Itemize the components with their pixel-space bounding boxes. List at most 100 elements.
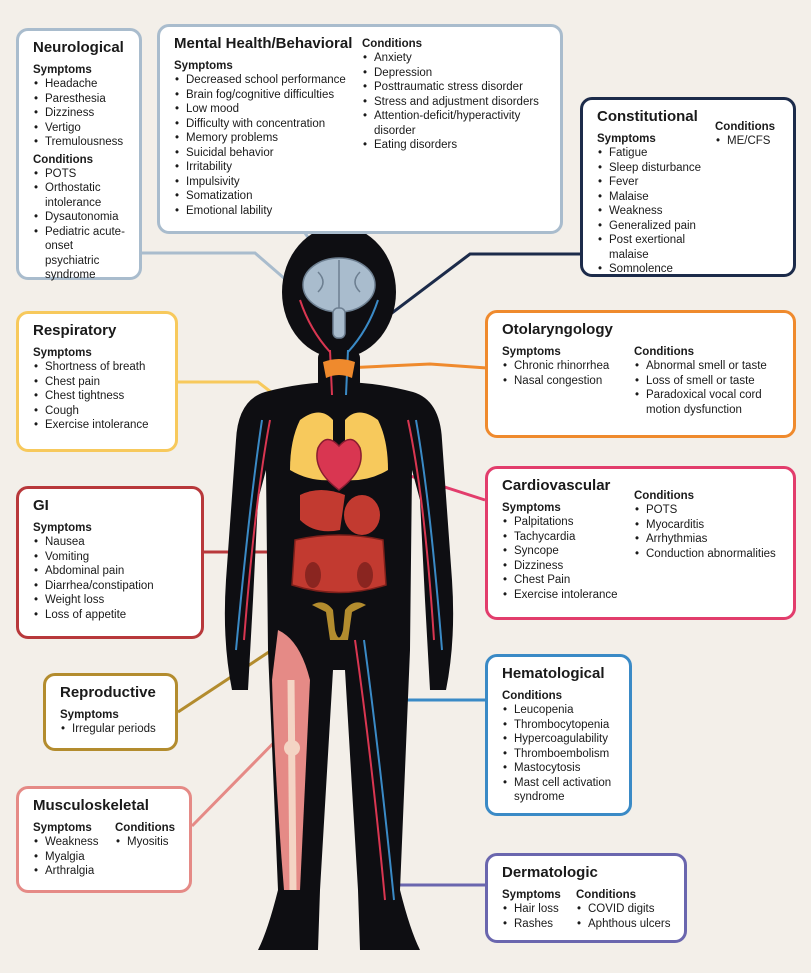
- list-item: Thrombocytopenia: [502, 718, 619, 733]
- list-item: Posttraumatic stress disorder: [362, 80, 552, 95]
- otolaryngology-symptoms-list: Chronic rhinorrhea Nasal congestion: [502, 359, 618, 388]
- list-item: Fever: [597, 175, 709, 190]
- list-item: Tachycardia: [502, 530, 618, 545]
- list-item: Syncope: [502, 544, 618, 559]
- mental-health-symptoms-list: Decreased school performance Brain fog/c…: [174, 73, 346, 218]
- cardiovascular-title: Cardiovascular: [502, 477, 611, 494]
- mental-health-box: Mental Health/Behavioral Symptoms Decrea…: [157, 24, 563, 234]
- list-item: Chronic rhinorrhea: [502, 359, 618, 374]
- list-item: Emotional lability: [174, 204, 346, 219]
- list-item: Malaise: [597, 190, 709, 205]
- list-item: Myalgia: [33, 850, 103, 865]
- list-item: Hypercoagulability: [502, 732, 619, 747]
- mental-health-title: Mental Health/Behavioral: [174, 35, 353, 52]
- otolaryngology-title: Otolaryngology: [502, 321, 613, 338]
- otolaryngology-conditions-label: Conditions: [634, 346, 695, 358]
- connector-neurological: [142, 251, 301, 294]
- cardiovascular-symptoms-label: Symptoms: [502, 502, 561, 514]
- list-item: Orthostatic intolerance: [33, 181, 129, 210]
- otolaryngology-conditions-list: Abnormal smell or taste Loss of smell or…: [634, 359, 784, 417]
- constitutional-title: Constitutional: [597, 108, 698, 125]
- gi-symptoms-label: Symptoms: [33, 522, 92, 534]
- list-item: Abdominal pain: [33, 564, 191, 579]
- thyroid: [323, 359, 355, 378]
- list-item: Vomiting: [33, 550, 191, 565]
- list-item: Low mood: [174, 102, 346, 117]
- respiratory-symptoms-list: Shortness of breath Chest pain Chest tig…: [33, 360, 165, 433]
- reproductive-box: Reproductive Symptoms Irregular periods: [43, 673, 178, 751]
- list-item: Difficulty with concentration: [174, 117, 346, 132]
- constitutional-conditions-label: Conditions: [715, 121, 776, 133]
- list-item: Weakness: [33, 835, 103, 850]
- uterus: [312, 602, 366, 640]
- gi-symptoms-list: Nausea Vomiting Abdominal pain Diarrhea/…: [33, 535, 191, 622]
- list-item: Dizziness: [502, 559, 618, 574]
- cardiovascular-conditions-list: POTS Myocarditis Arrhythmias Conduction …: [634, 503, 794, 561]
- list-item: Paradoxical vocal cord motion dysfunctio…: [634, 388, 784, 417]
- musculoskeletal-conditions-list: Myositis: [115, 835, 185, 850]
- list-item: Chest Pain: [502, 573, 618, 588]
- constitutional-conditions-list: ME/CFS: [715, 134, 785, 149]
- vein-right-leg: [363, 639, 395, 901]
- list-item: Nausea: [33, 535, 191, 550]
- list-item: Attention-deficit/hyperactivity disorder: [362, 109, 552, 138]
- list-item: Decreased school performance: [174, 73, 346, 88]
- list-item: Irregular periods: [60, 722, 165, 737]
- vein-head: [347, 299, 379, 353]
- otolaryngology-box: Otolaryngology Symptoms Chronic rhinorrh…: [485, 310, 796, 438]
- list-item: Weight loss: [33, 593, 191, 608]
- musculoskeletal-title: Musculoskeletal: [33, 797, 149, 814]
- list-item: Eating disorders: [362, 138, 552, 153]
- dermatologic-conditions-list: COVID digits Aphthous ulcers: [576, 902, 680, 931]
- hematological-title: Hematological: [502, 665, 605, 682]
- artery-right-leg: [354, 639, 386, 901]
- list-item: Aphthous ulcers: [576, 917, 680, 932]
- neurological-conditions-label: Conditions: [33, 153, 94, 166]
- respiratory-title: Respiratory: [33, 322, 117, 339]
- vein-left-arm: [235, 419, 263, 651]
- neurological-box: Neurological Symptoms Headache Paresthes…: [16, 28, 142, 283]
- dermatologic-title: Dermatologic: [502, 864, 598, 881]
- heart: [316, 438, 362, 491]
- list-item: Vertigo: [33, 121, 129, 136]
- constitutional-symptoms-label: Symptoms: [597, 133, 656, 145]
- list-item: Leucopenia: [502, 703, 619, 718]
- mental-health-conditions-list: Anxiety Depression Posttraumatic stress …: [362, 51, 552, 153]
- neurological-title: Neurological: [33, 39, 124, 56]
- list-item: Impulsivity: [174, 175, 346, 190]
- mental-health-symptoms-label: Symptoms: [174, 60, 233, 72]
- list-item: Pediatric acute-onset psychiatric syndro…: [33, 225, 129, 283]
- list-item: Somatization: [174, 189, 346, 204]
- hematological-conditions-list: Leucopenia Thrombocytopenia Hypercoagula…: [502, 703, 619, 805]
- list-item: Sleep disturbance: [597, 161, 709, 176]
- kidneys: [305, 562, 373, 588]
- dermatologic-symptoms-list: Hair loss Rashes: [502, 902, 566, 931]
- list-item: Loss of smell or taste: [634, 374, 784, 389]
- artery-left-arm: [243, 419, 271, 641]
- vein-right-arm: [415, 419, 443, 651]
- reproductive-title: Reproductive: [60, 684, 156, 701]
- musculoskeletal-symptoms-list: Weakness Myalgia Arthralgia: [33, 835, 103, 879]
- gi-title: GI: [33, 497, 49, 514]
- list-item: Thromboembolism: [502, 747, 619, 762]
- list-item: Shortness of breath: [33, 360, 165, 375]
- hematological-conditions-label: Conditions: [502, 690, 563, 702]
- constitutional-symptoms-list: Fatigue Sleep disturbance Fever Malaise …: [597, 146, 709, 277]
- list-item: Paresthesia: [33, 92, 129, 107]
- dermatologic-box: Dermatologic Symptoms Hair loss Rashes C…: [485, 853, 687, 943]
- list-item: POTS: [634, 503, 794, 518]
- connector-constitutional: [379, 252, 580, 324]
- list-item: Irritability: [174, 160, 346, 175]
- neurological-symptoms-list: Headache Paresthesia Dizziness Vertigo T…: [33, 77, 129, 150]
- leg-muscle-and-bone: [272, 630, 310, 891]
- artery-right-arm: [407, 419, 435, 641]
- list-item: Headache: [33, 77, 129, 92]
- mental-health-conditions-label: Conditions: [362, 38, 423, 50]
- list-item: Generalized pain: [597, 219, 709, 234]
- list-item: Suicidal behavior: [174, 146, 346, 161]
- list-item: POTS: [33, 167, 129, 182]
- list-item: ME/CFS: [715, 134, 785, 149]
- reproductive-symptoms-label: Symptoms: [60, 709, 119, 721]
